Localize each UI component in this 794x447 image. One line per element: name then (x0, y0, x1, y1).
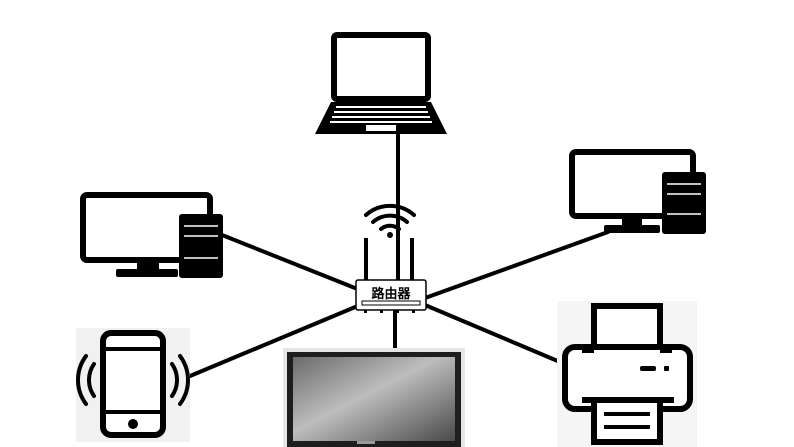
smartphone-icon (76, 328, 190, 442)
printer-icon (557, 301, 697, 447)
link-printer (423, 303, 562, 364)
router-icon: 路由器 (355, 203, 427, 313)
router-label: 路由器 (371, 286, 411, 302)
connection-lines (188, 133, 610, 378)
desktop-computer-icon (569, 149, 706, 234)
link-smartphone (188, 303, 362, 378)
desktop-computer-icon (80, 192, 223, 278)
laptop-icon (315, 32, 447, 134)
television-icon (283, 348, 465, 447)
link-desktop-left (220, 233, 362, 292)
wifi-icon (364, 203, 416, 231)
link-desktop-right (423, 230, 610, 300)
